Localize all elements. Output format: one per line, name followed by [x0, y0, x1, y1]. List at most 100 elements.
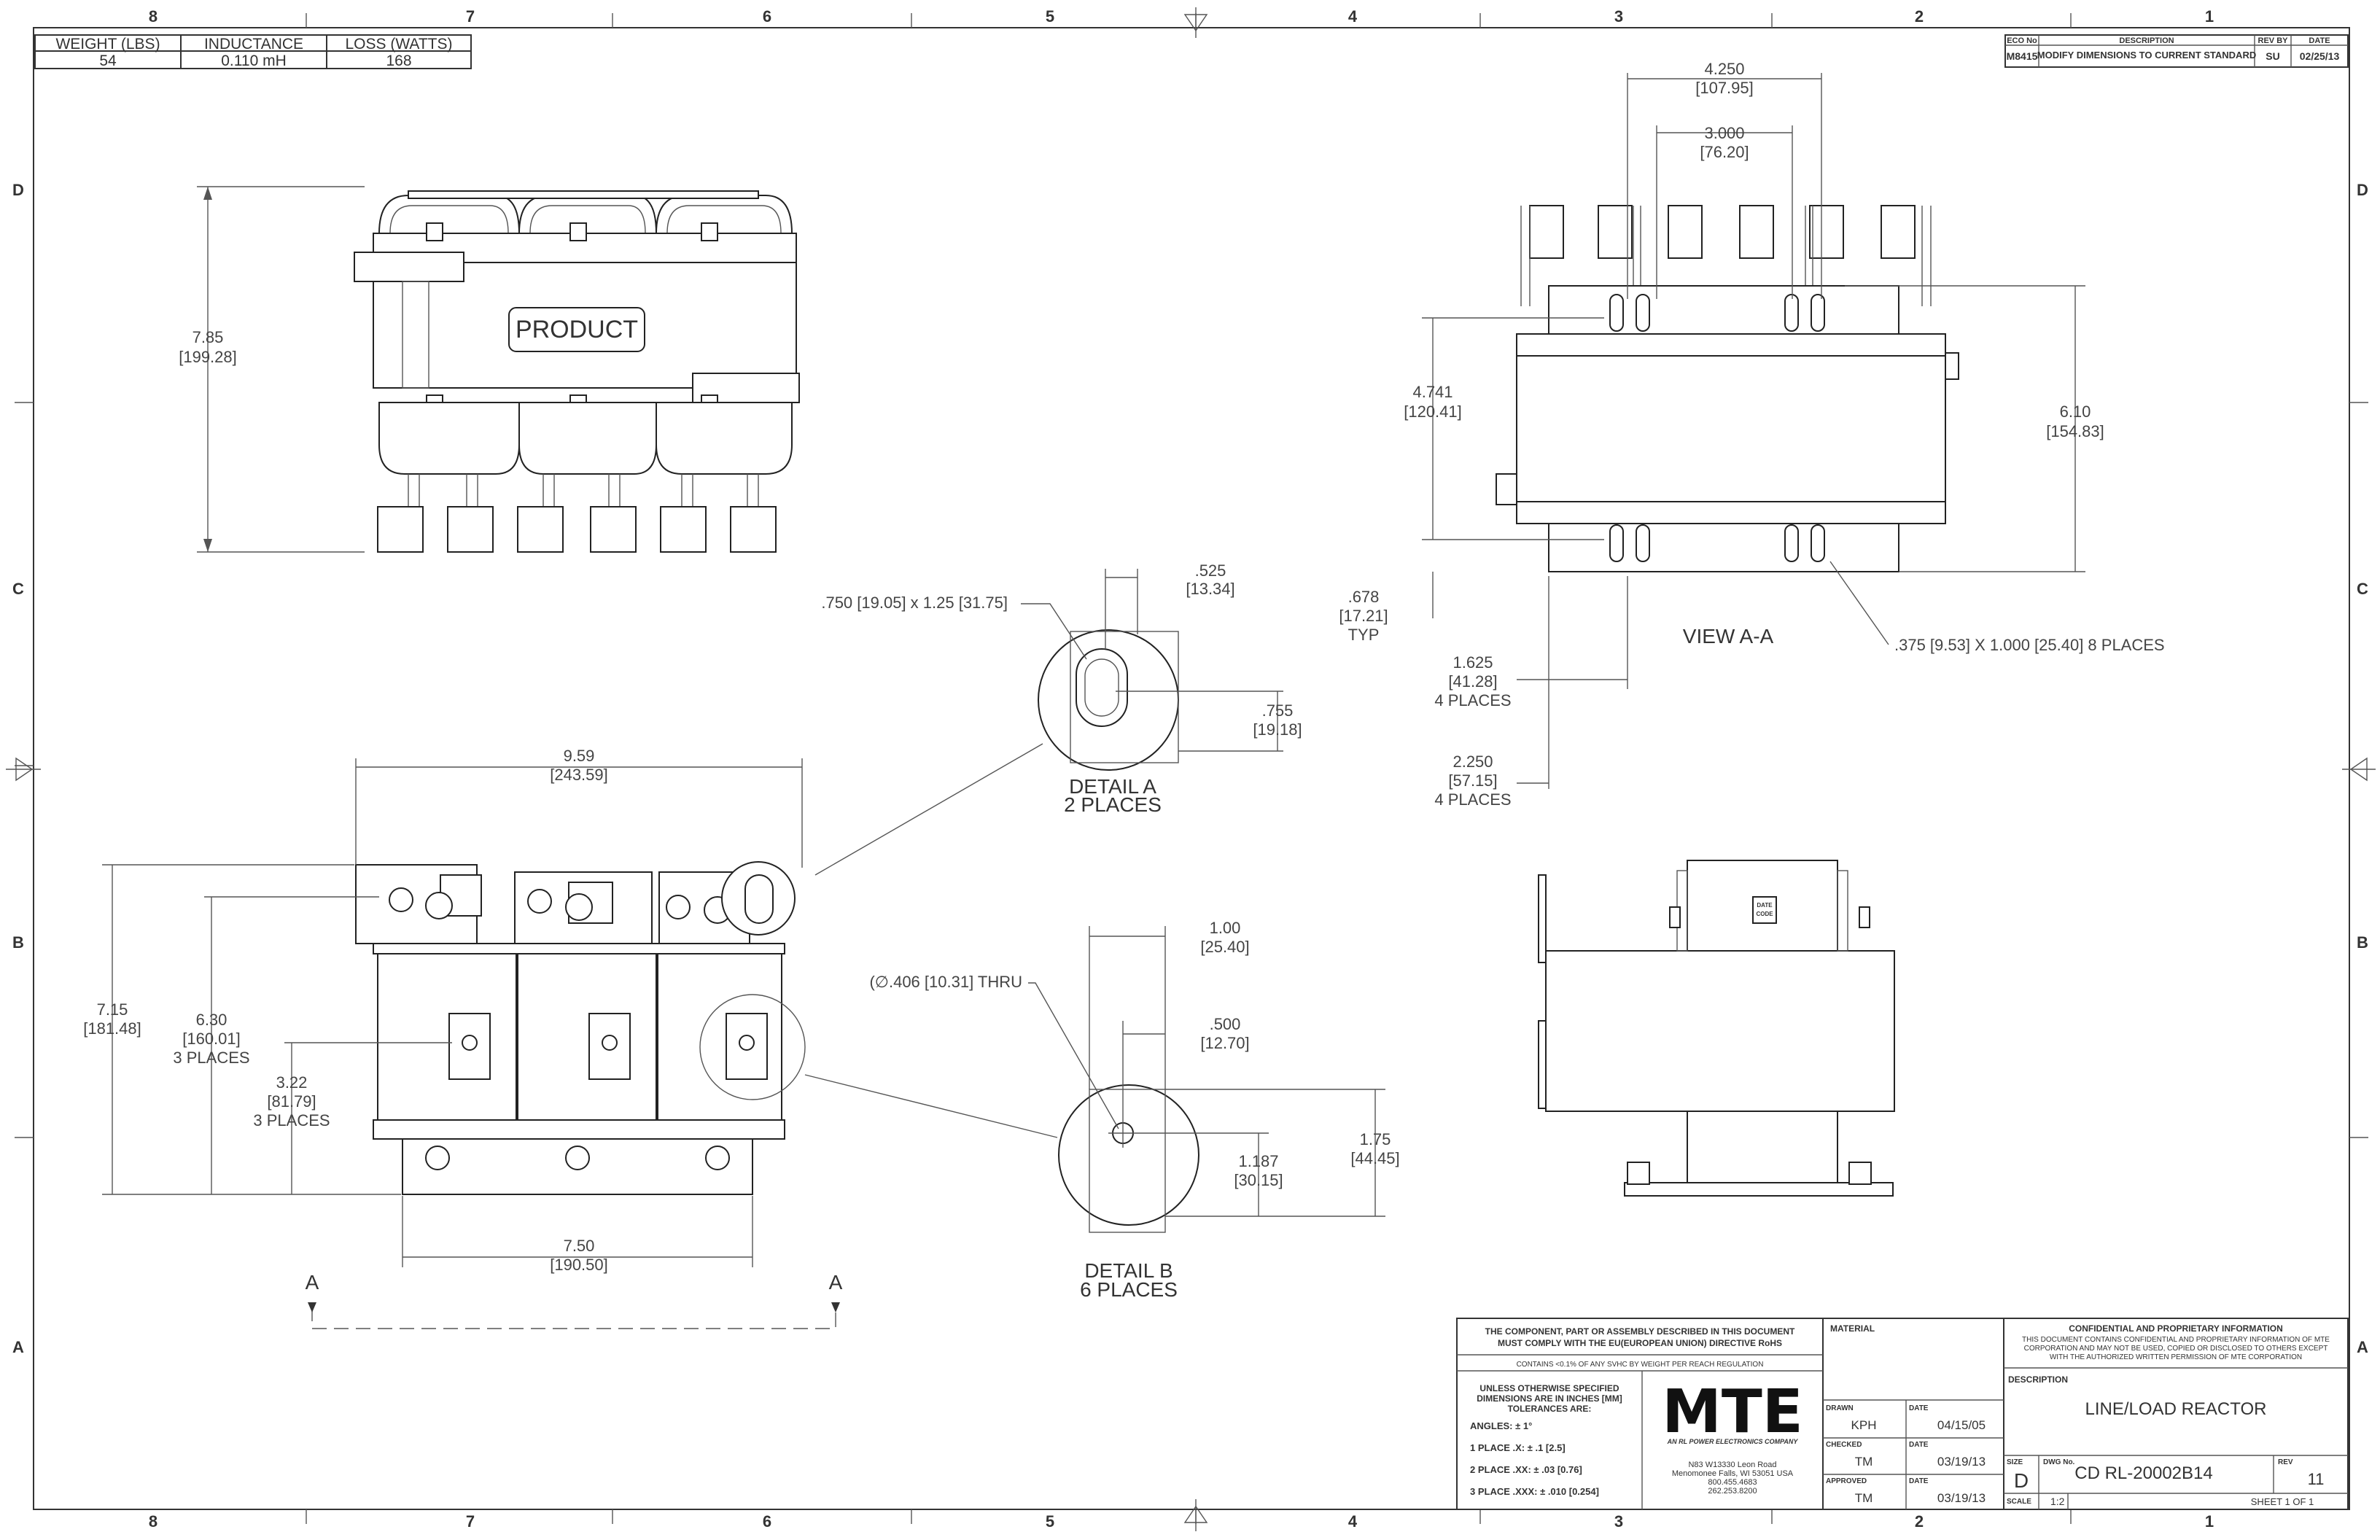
spec-table: WEIGHT (LBS) INDUCTANCE LOSS (WATTS) 54 …	[34, 34, 472, 69]
tol-line1: UNLESS OTHERWISE SPECIFIED	[1479, 1383, 1619, 1393]
row-label: D	[2357, 181, 2368, 199]
dim-h2-in: 6.10	[2060, 402, 2091, 421]
row-label: C	[12, 580, 24, 598]
dim-h2-mm: [154.83]	[2046, 422, 2104, 440]
tol-line3: TOLERANCES ARE:	[1508, 1404, 1592, 1414]
col-label: 3	[1614, 1512, 1623, 1531]
detail-b-d2-in: .500	[1210, 1015, 1241, 1033]
detail-b-d3-mm: [30.15]	[1234, 1171, 1283, 1189]
confidential-line1: THIS DOCUMENT CONTAINS CONFIDENTIAL AND …	[2022, 1336, 2330, 1344]
date-code-line2: CODE	[1756, 911, 1773, 917]
dim-b-in: 2.250	[1452, 752, 1493, 771]
tol-angles: ANGLES: ± 1°	[1470, 1420, 1532, 1431]
material-label: MATERIAL	[1830, 1323, 1875, 1334]
spec-value-inductance: 0.110 mH	[221, 52, 287, 69]
checked-by: TM	[1855, 1455, 1873, 1469]
section-marker-left: A	[306, 1271, 319, 1294]
col-label: 6	[763, 7, 771, 26]
col-label: 7	[466, 7, 475, 26]
dim-a-mm: [41.28]	[1448, 672, 1497, 691]
mte-logo-sub: AN RL POWER ELECTRONICS COMPANY	[1667, 1438, 1799, 1445]
col-label: 4	[1348, 7, 1358, 26]
confidential-line2: CORPORATION AND MAY NOT BE USED, COPIED …	[2024, 1345, 2328, 1353]
confidential-title: CONFIDENTIAL AND PROPRIETARY INFORMATION	[2069, 1323, 2283, 1334]
dim-w1-mm: [107.95]	[1695, 79, 1754, 97]
confidential-line3: WITH THE AUTHORIZED WRITTEN PERMISSION O…	[2050, 1353, 2302, 1361]
row-label: A	[12, 1338, 24, 1356]
detail-b-d4-mm: [44.45]	[1350, 1149, 1399, 1167]
front-view: PRODUCT 7.85 [199.28]	[179, 186, 800, 553]
spec-header-loss: LOSS (WATTS)	[346, 36, 453, 52]
revision-block: ECO No DESCRIPTION REV BY DATE M8415 MOD…	[2004, 34, 2349, 68]
rev-header-by: REV BY	[2258, 36, 2289, 45]
rev-date: 02/25/13	[2300, 50, 2340, 62]
detail-a-places: 2 PLACES	[1064, 793, 1162, 816]
dim-typ-note: TYP	[1348, 626, 1380, 644]
dim-h1-mm: [120.41]	[1404, 402, 1462, 421]
reach-note: CONTAINS <0.1% OF ANY SVHC BY WEIGHT PER…	[1517, 1361, 1764, 1369]
plan-h1-mm: [181.48]	[83, 1019, 141, 1038]
dwg-number: CD RL-20002B14	[2074, 1463, 2212, 1483]
drawing-border: 8 7 6 5 4 3 2 1 8 7 6 5 4 3 2 1 D C B A …	[6, 7, 2376, 1531]
row-label: C	[2357, 580, 2368, 598]
spec-value-weight: 54	[99, 52, 117, 69]
col-label: 1	[2205, 7, 2214, 26]
plan-width-in: 9.59	[564, 747, 595, 765]
approved-date: 03/19/13	[1937, 1491, 1986, 1505]
row-label: B	[12, 933, 24, 952]
sheet-number: SHEET 1 OF 1	[2251, 1496, 2314, 1507]
plan-h3-in: 3.22	[276, 1073, 308, 1092]
plan-h3-note: 3 PLACES	[253, 1111, 330, 1129]
checked-date: 03/19/13	[1937, 1455, 1986, 1469]
plan-h3-mm: [81.79]	[267, 1092, 316, 1111]
tol-3place: 3 PLACE .XXX: ± .010 [0.254]	[1470, 1486, 1599, 1497]
dim-b-mm: [57.15]	[1448, 771, 1497, 790]
address-line1: N83 W13330 Leon Road	[1688, 1461, 1776, 1469]
date-label-checked: DATE	[1909, 1441, 1929, 1449]
col-label: 7	[466, 1512, 475, 1531]
detail-b-hole-note: (∅.406 [10.31] THRU	[869, 973, 1022, 991]
drawn-label: DRAWN	[1826, 1404, 1854, 1412]
title-block: THE COMPONENT, PART OR ASSEMBLY DESCRIBE…	[1456, 1318, 2349, 1510]
col-label: 2	[1915, 1512, 1924, 1531]
detail-b: 1.00 [25.40] .500 [12.70] 1.187 [30.15] …	[804, 919, 1400, 1301]
plan-h1-in: 7.15	[97, 1000, 128, 1019]
col-label: 8	[149, 7, 158, 26]
plan-view: 9.59 [243.59] 7.15 [181.48] 6.30 [160.01…	[83, 747, 843, 1329]
address-line2: Menomonee Falls, WI 53051 USA	[1672, 1469, 1794, 1478]
spec-header-inductance: INDUCTANCE	[204, 36, 303, 52]
size-label: SIZE	[2007, 1458, 2023, 1466]
approved-by: TM	[1855, 1491, 1873, 1505]
dim-a-in: 1.625	[1452, 653, 1493, 672]
detail-b-d3-in: 1.187	[1238, 1152, 1278, 1170]
col-label: 8	[149, 1512, 158, 1531]
rev-description: MODIFY DIMENSIONS TO CURRENT STANDARD	[2037, 50, 2256, 61]
detail-a-d1-mm: [13.34]	[1186, 580, 1234, 598]
approved-label: APPROVED	[1826, 1477, 1867, 1485]
col-label: 5	[1046, 1512, 1054, 1531]
detail-a-slot-note: .750 [19.05] x 1.25 [31.75]	[821, 594, 1008, 612]
rev-eco: M8415	[2007, 50, 2038, 62]
dim-height-in: 7.85	[192, 328, 224, 346]
rev-by: SU	[2266, 50, 2279, 62]
detail-a-d2-in: .755	[1262, 701, 1294, 720]
mte-logo-text: MTE	[1662, 1377, 1803, 1447]
side-view: DATE CODE	[1538, 860, 1895, 1197]
plan-h2-in: 6.30	[196, 1011, 228, 1029]
drawn-date: 04/15/05	[1937, 1418, 1986, 1432]
description-label: DESCRIPTION	[2008, 1374, 2068, 1385]
date-label-approved: DATE	[1909, 1477, 1929, 1485]
detail-a: .525 [13.34] .755 [19.18] .750 [19.05] x…	[814, 561, 1302, 876]
detail-b-d2-mm: [12.70]	[1200, 1034, 1249, 1052]
dim-a-note: 4 PLACES	[1434, 691, 1511, 709]
detail-a-d1-in: .525	[1195, 561, 1226, 580]
section-marker-right: A	[829, 1271, 843, 1294]
dim-b-note: 4 PLACES	[1434, 790, 1511, 809]
plan-width-mm: [243.59]	[550, 766, 608, 784]
rev-header-desc: DESCRIPTION	[2119, 36, 2174, 45]
row-label: D	[12, 181, 24, 199]
detail-a-d2-mm: [19.18]	[1253, 720, 1302, 739]
dim-w2-in: 3.000	[1704, 124, 1744, 142]
description-value: LINE/LOAD REACTOR	[2085, 1399, 2267, 1419]
